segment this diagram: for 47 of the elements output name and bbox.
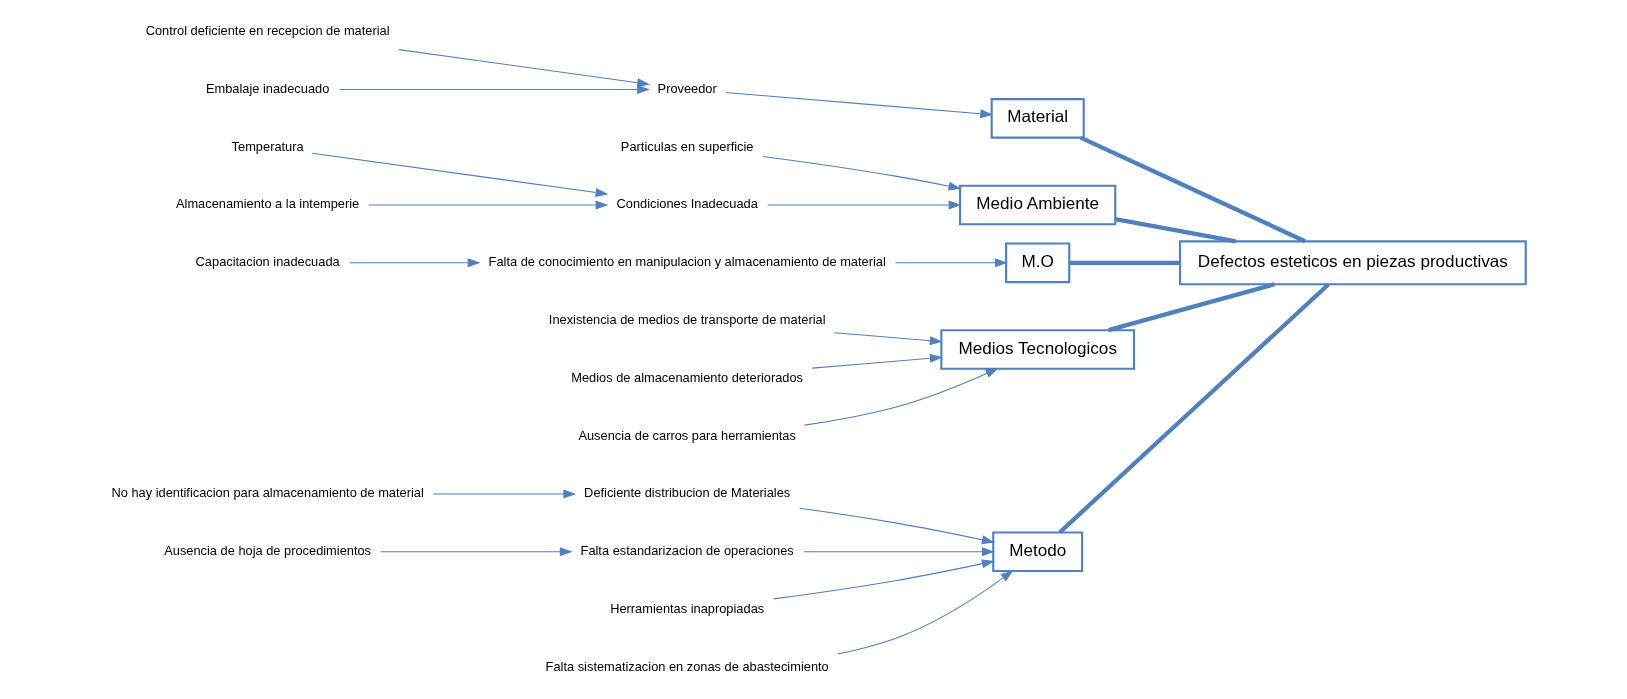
arrow (836, 570, 1013, 655)
connector (1079, 135, 1306, 244)
node-text: No hay identificacion para almacenamiento de material (110, 485, 424, 501)
arrow (766, 200, 961, 210)
arrow (379, 547, 573, 557)
connector (1068, 260, 1180, 265)
node-box: M.O (1004, 242, 1070, 284)
node-box: Material (990, 98, 1085, 139)
node-text: Falta estandarizacion de operaciones (580, 543, 794, 559)
arrow (802, 547, 995, 557)
arrow (803, 368, 999, 426)
connector (1114, 217, 1236, 244)
arrow (772, 559, 995, 600)
arrow (432, 489, 576, 499)
node-text: Falta de conocimiento en manipulacion y almacenamiento de material (488, 254, 886, 270)
node-text: Herramientas inapropiadas (609, 600, 764, 616)
node-text: Deficiente distribucion de Materiales (583, 485, 790, 501)
arrow (798, 507, 995, 545)
node-text: Embalaje inadecuado (205, 80, 329, 96)
arrow (348, 258, 480, 268)
node-text: Ausencia de hoja de procedimientos (163, 543, 371, 559)
node-text: Condiciones Inadecuada (616, 196, 758, 212)
arrow (724, 92, 993, 119)
arrow (894, 258, 1008, 268)
node-text: Almacenamiento a la intemperie (175, 196, 359, 212)
node-text: Ausencia de carros para herramientas (577, 427, 796, 443)
arrow (761, 155, 961, 191)
node-box: Medios Tecnologicos (939, 329, 1135, 370)
arrow (367, 200, 608, 210)
arrow (311, 152, 608, 197)
node-text: Temperatura (231, 138, 304, 154)
arrow (811, 353, 943, 369)
node-text: Proveedor (657, 80, 717, 96)
node-text: Medios de almacenamiento deteriorados (570, 369, 803, 385)
node-box: Metodo (991, 531, 1083, 573)
node-box: Medio Ambiente (958, 184, 1116, 226)
arrow (338, 84, 650, 94)
arrow (397, 49, 650, 88)
node-text: Falta sistematizacion en zonas de abastecimiento (545, 658, 829, 674)
arrow (832, 332, 943, 346)
connector (1107, 282, 1275, 333)
connector (1057, 282, 1330, 534)
node-text: Inexistencia de medios de transporte de material (548, 311, 826, 327)
node-text: Particulas en superficie (620, 138, 753, 154)
node-box: Defectos esteticos en piezas productivas (1178, 240, 1527, 286)
node-text: Control deficiente en recepcion de material (145, 22, 390, 38)
node-text: Capacitacion inadecuada (195, 254, 340, 270)
